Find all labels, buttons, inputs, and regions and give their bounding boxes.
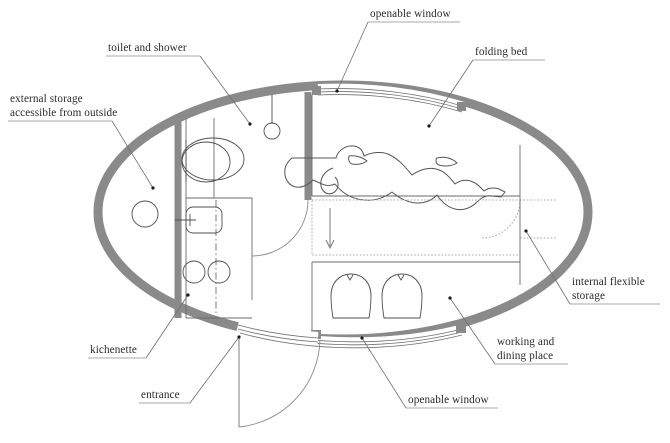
annotation-internal-flexible-storage: internal flexible storage: [524, 229, 660, 305]
leader-line: [145, 294, 189, 359]
chair-left: [330, 273, 372, 319]
window-mullions: [236, 86, 466, 339]
leader-line: [336, 21, 369, 92]
leader-dot: [448, 296, 452, 300]
annotation-openable-window-bottom: openable window: [360, 336, 498, 409]
annotation-folding-bed: folding bed: [427, 46, 545, 128]
leader-line: [111, 120, 154, 189]
leader-dot: [186, 293, 190, 297]
annotation-label-line2: accessible from outside: [10, 107, 117, 119]
interior-door[interactable]: [251, 199, 309, 300]
annotation-layer: toilet and shower external storage acces…: [8, 8, 660, 409]
annotation-external-storage: external storage accessible from outside: [8, 93, 155, 190]
annotation-label: openable window: [370, 8, 452, 20]
leader-dot: [335, 89, 339, 93]
annotation-kichenette: kichenette: [88, 293, 190, 359]
bed-fold-direction-arrow: [325, 208, 335, 250]
annotation-label: kichenette: [90, 344, 137, 356]
leader-line: [189, 336, 240, 404]
annotation-label: external storage: [10, 93, 83, 105]
annotation-entrance: entrance: [139, 335, 241, 404]
shower-head-icon: [263, 95, 281, 140]
leader-line: [449, 297, 496, 365]
leader-dot: [237, 335, 241, 339]
annotation-openable-window-top: openable window: [335, 8, 460, 93]
stove-burner-left: [182, 260, 206, 284]
leader-line: [428, 59, 474, 127]
annotation-label: internal flexible: [572, 276, 645, 288]
annotation-label: folding bed: [475, 46, 528, 58]
leader-dot: [151, 186, 155, 190]
outer-shell-wall: [93, 80, 593, 344]
annotation-working-and-dining-place: working and dining place: [448, 296, 568, 365]
internal-flexible-storage[interactable]: [311, 196, 556, 285]
window-top[interactable]: [317, 83, 464, 113]
annotation-label: toilet and shower: [108, 42, 187, 54]
working-dining-area[interactable]: [311, 261, 520, 330]
annotation-label-line2: dining place: [497, 350, 553, 362]
leader-dot: [248, 122, 252, 126]
chair-right: [381, 273, 423, 319]
interior-walls: [174, 92, 312, 319]
reclining-figure-icon: [284, 145, 506, 211]
entrance-door[interactable]: [236, 319, 321, 428]
leader-dot: [427, 124, 431, 128]
leader-line: [361, 337, 407, 409]
annotation-toilet-and-shower: toilet and shower: [106, 42, 252, 126]
sink-basin: [175, 206, 223, 234]
external-storage-hatch: [131, 200, 159, 228]
toilet-bowl: [181, 137, 245, 183]
leader-line: [199, 55, 251, 125]
stove-burner-right: [207, 260, 231, 284]
leader-dot: [360, 336, 364, 340]
annotation-label: openable window: [408, 394, 490, 406]
leader-line: [525, 230, 571, 305]
annotation-label: entrance: [141, 389, 180, 401]
annotation-label: working and: [497, 336, 555, 348]
leader-dot: [524, 229, 528, 233]
annotation-label-line2: storage: [572, 290, 605, 302]
